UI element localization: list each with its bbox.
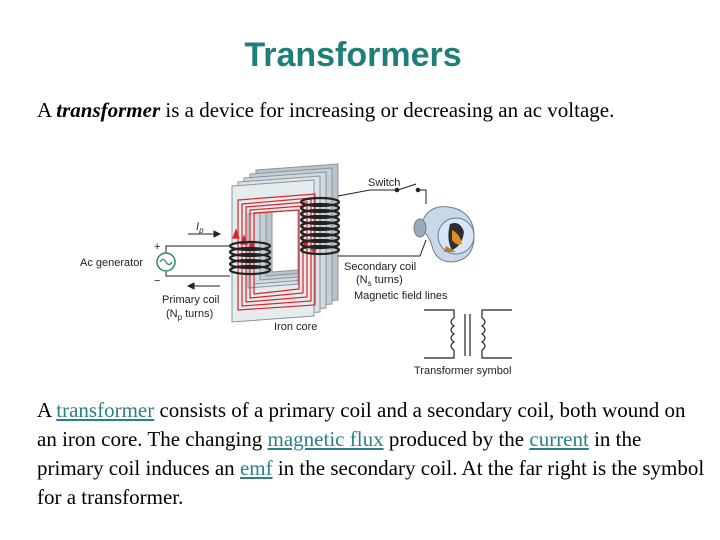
ac-generator-symbol xyxy=(156,252,176,272)
emf-link[interactable]: emf xyxy=(239,456,273,480)
description-text-1: A xyxy=(37,398,57,422)
plus-sign: + xyxy=(154,241,160,253)
ac-generator-label: Ac generator xyxy=(80,257,143,269)
description-paragraph: A transformer consists of a primary coil… xyxy=(37,396,707,512)
primary-coil-label: Primary coil xyxy=(162,294,219,306)
current-link[interactable]: current xyxy=(529,427,589,451)
transformer-symbol-label: Transformer symbol xyxy=(414,365,511,377)
iron-core-label: Iron core xyxy=(274,321,317,333)
transformer-link[interactable]: transformer xyxy=(56,398,155,422)
transformer-symbol-icon xyxy=(424,309,512,359)
ip-label: Ip xyxy=(196,221,204,235)
secondary-coil-label: Secondary coil xyxy=(344,261,416,273)
secondary-turns-label: (Ns turns) xyxy=(356,274,403,288)
definition-prefix: A xyxy=(37,98,57,122)
primary-turns-label: (Np turns) xyxy=(166,308,213,322)
description-text-3: produced by the xyxy=(383,427,530,451)
bulb-icon xyxy=(413,206,475,263)
primary-circuit xyxy=(165,230,230,290)
magnetic-field-label: Magnetic field lines xyxy=(354,290,448,302)
transformer-diagram: Switch Ip + − Ac generator Secondary coi… xyxy=(70,160,530,380)
definition-paragraph: A transformer is a device for increasing… xyxy=(37,96,707,125)
description-text-4: in the primary coil induces an xyxy=(37,427,642,480)
secondary-coil xyxy=(299,196,341,256)
minus-sign: − xyxy=(154,275,160,287)
transformer-illustration: Switch Ip + − Ac generator Secondary coi… xyxy=(80,163,512,377)
magnetic-flux-link[interactable]: magnetic flux xyxy=(267,427,384,451)
slide-title: Transformers xyxy=(244,36,462,74)
definition-suffix: is a device for increasing or decreasing… xyxy=(160,98,615,122)
description-text-5: in the secondary coil. At the far right … xyxy=(37,456,705,509)
secondary-circuit xyxy=(337,183,427,257)
definition-term: transformer xyxy=(56,98,161,122)
description-text-2: consists of a primary coil and a seconda… xyxy=(37,398,686,451)
switch-label: Switch xyxy=(368,177,400,189)
